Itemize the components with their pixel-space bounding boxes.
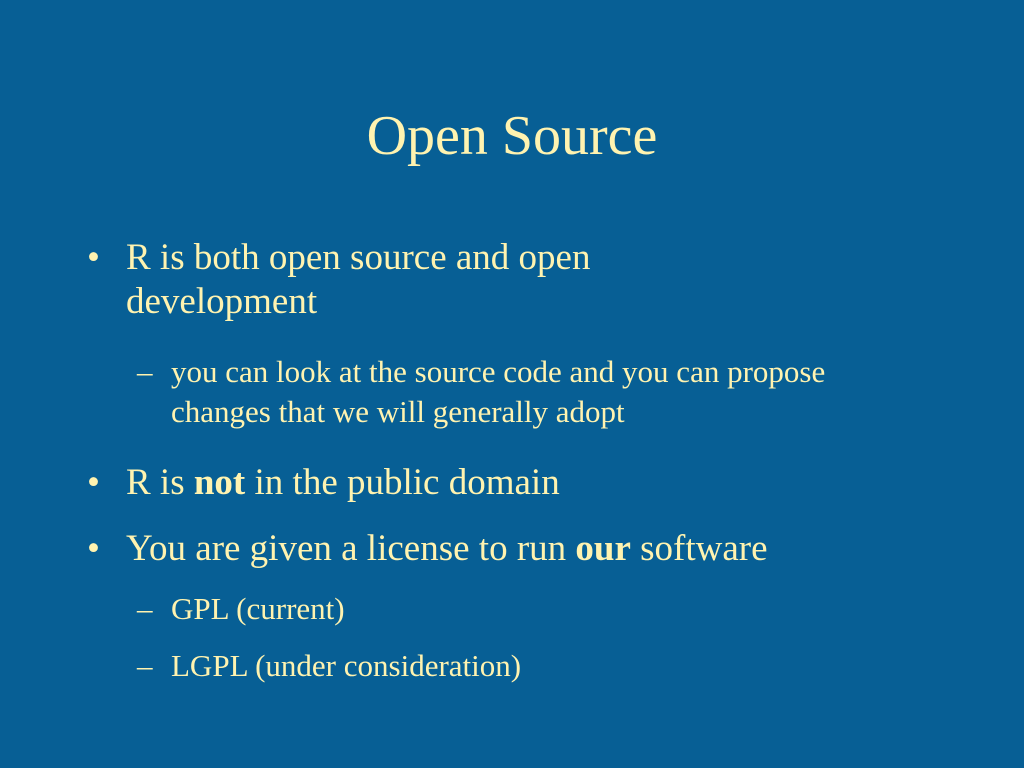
sub-bullet-marker: – [137,648,153,683]
bullet-item: • R is both open source and open develop… [87,236,947,324]
sub-bullet-marker: – [137,354,153,389]
bullet-text: R is both open source and open developme… [126,237,591,322]
bullet-text: R is not in the public domain [126,461,947,505]
bullet-text: You are given a license to run our softw… [126,527,947,571]
slide-title: Open Source [366,105,658,167]
bullet-marker: • [87,528,100,569]
sub-bullet-text: LGPL (under consideration) [171,648,522,683]
bullet-text-pre: You are given a license to run [126,528,576,569]
sub-bullet-item: – LGPL (under consideration) [137,646,937,686]
bullet-text-pre: R is [126,462,194,503]
sub-bullet-text: GPL (current) [171,591,345,626]
sub-bullet-item: – you can look at the source code and yo… [137,352,937,432]
sub-bullet-text: you can look at the source code and you … [171,354,826,429]
bullet-text-emphasis: not [193,462,246,503]
bullet-marker: • [87,462,100,503]
bullet-text-emphasis: our [575,528,631,569]
bullet-item: • R is not in the public domain [87,461,947,505]
bullet-text-post: in the public domain [245,462,560,503]
sub-bullet-marker: – [137,591,153,626]
bullet-item: • You are given a license to run our sof… [87,527,947,571]
bullet-text-post: software [630,528,768,569]
sub-bullet-item: – GPL (current) [137,589,937,629]
bullet-marker: • [87,237,100,278]
